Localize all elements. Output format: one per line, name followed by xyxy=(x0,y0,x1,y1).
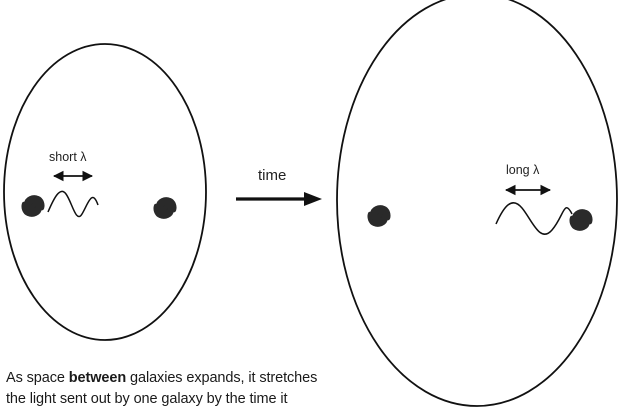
universe-after-circle xyxy=(336,0,618,407)
galaxy-spiral-icon xyxy=(156,199,175,216)
caption-line-1-end: galaxies expands, it stretches xyxy=(126,370,318,386)
universe-before: short λ xyxy=(3,43,207,341)
caption-line-1-start: As space xyxy=(6,370,69,386)
galaxy-spiral-icon xyxy=(370,207,389,224)
caption: As space between galaxies expands, it st… xyxy=(6,368,366,410)
time-transition: time xyxy=(236,167,322,206)
universe-after: long λ xyxy=(336,0,618,407)
time-label: time xyxy=(258,167,286,184)
galaxy-spiral-icon xyxy=(572,211,591,228)
caption-line-1: As space between galaxies expands, it st… xyxy=(6,368,366,389)
caption-emphasis: between xyxy=(68,370,127,386)
long-wavelength-label: long λ xyxy=(506,163,540,177)
galaxy-spiral-icon xyxy=(24,197,43,214)
short-wavelength-label: short λ xyxy=(49,150,87,164)
short-wave xyxy=(47,190,99,218)
universe-before-circle xyxy=(3,43,207,341)
caption-line-2: the light sent out by one galaxy by the … xyxy=(6,391,288,407)
long-wave xyxy=(495,202,573,235)
